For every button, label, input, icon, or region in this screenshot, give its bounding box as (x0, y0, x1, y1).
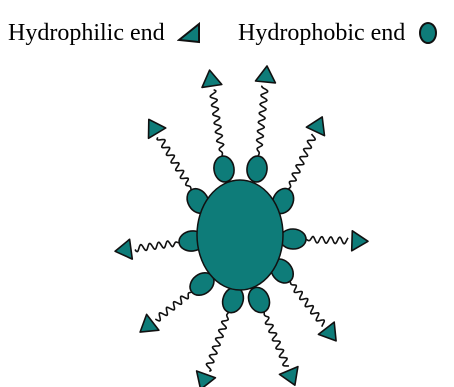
surfactant-molecule (268, 117, 324, 217)
surfactant-molecule (197, 284, 247, 387)
hydrophobic-end (246, 155, 268, 183)
hydrophilic-end (140, 314, 159, 332)
surfactant-molecule (149, 119, 214, 217)
hydrophilic-end (318, 322, 336, 341)
hydrophilic-end (197, 371, 216, 387)
surfactant-molecule (266, 255, 336, 341)
hydrophobic-end (212, 155, 236, 184)
surfactant-molecule (202, 70, 236, 183)
hydrophilic-end (202, 70, 222, 87)
hydrocarbon-chain (155, 292, 191, 321)
hydrophilic-end (149, 119, 166, 138)
surfactant-molecule (280, 229, 368, 251)
hydrophilic-end (115, 239, 132, 259)
surfactant-molecule (115, 229, 206, 259)
hydrocarbon-chain (306, 237, 348, 244)
hydrophilic-end (306, 117, 324, 136)
hydrocarbon-chain (289, 134, 316, 189)
hydrocarbon-chain (210, 90, 224, 156)
hydrocarbon-chain (290, 281, 324, 326)
micelle-core (197, 180, 283, 290)
hydrocarbon-chain (157, 137, 191, 190)
surfactant-molecule (246, 66, 276, 183)
hydrocarbon-chain (264, 312, 289, 366)
surfactant-molecule (245, 284, 298, 385)
hydrocarbon-chain (206, 312, 228, 371)
hydrophilic-end (256, 66, 276, 83)
hydrophilic-end (352, 231, 368, 251)
surfactant-molecule (140, 268, 218, 332)
hydrophobic-end (280, 229, 307, 250)
hydrocarbon-chain (135, 241, 179, 252)
hydrophilic-end (280, 367, 298, 386)
hydrocarbon-chain (257, 86, 268, 156)
